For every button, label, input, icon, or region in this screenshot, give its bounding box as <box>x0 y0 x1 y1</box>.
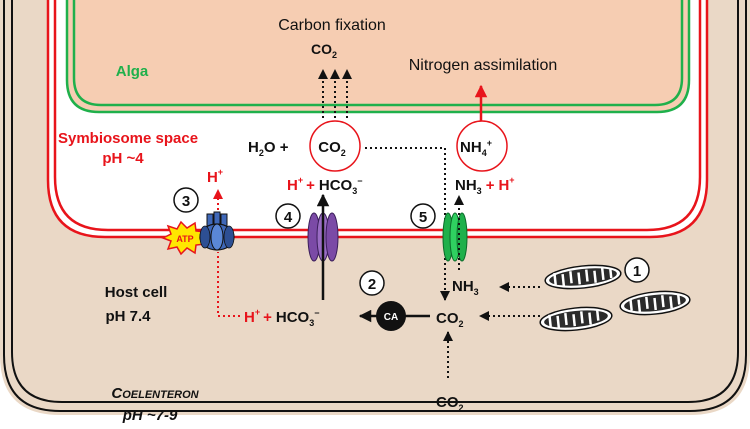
step-3-number: 3 <box>182 193 190 210</box>
carbon-fixation-label: Carbon fixation <box>278 17 386 34</box>
step-5-number: 5 <box>419 209 427 226</box>
host-proton-path <box>217 252 240 317</box>
host-ion-label: H++HCO3− <box>244 307 320 328</box>
coelenteron-label: Coelenteron <box>111 385 199 402</box>
ca-enzyme-icon <box>376 301 406 331</box>
co2-coelenteron-label: CO2 <box>436 394 464 413</box>
step-3-badge <box>173 187 199 213</box>
atp-label: ATP <box>176 234 193 244</box>
h-pump-label: H+ <box>207 167 223 186</box>
symbiosome-membrane-inner <box>53 0 702 232</box>
coelenteron-ph-label: pH ~7-9 <box>122 407 178 424</box>
symbiosome-space-label: Symbiosome space <box>58 130 198 147</box>
host-cell-membrane <box>3 0 747 412</box>
host-cell-membrane-inner <box>11 0 739 403</box>
step-5-badge <box>410 203 436 229</box>
nitrogen-assimilation-label: Nitrogen assimilation <box>409 57 558 74</box>
nh4-circle <box>456 120 508 172</box>
nh4-label: NH4+ <box>460 138 492 158</box>
symbiosome-ion-label: H++HCO3− <box>287 175 363 196</box>
alga-membrane-outer <box>65 0 691 114</box>
co2-alga-label: CO2 <box>318 139 346 158</box>
step-4-badge <box>275 203 301 229</box>
water-label: H2O + <box>248 139 289 158</box>
aquaporin-icon <box>442 212 468 262</box>
co2-circle <box>309 120 361 172</box>
step-4-number: 4 <box>284 209 293 226</box>
step-1-badge <box>624 257 650 283</box>
host-ph-label: pH 7.4 <box>105 308 151 325</box>
step-2-badge <box>359 270 385 296</box>
co2-fixation-label: CO2 <box>311 41 337 60</box>
co2-host-label: CO2 <box>436 310 464 329</box>
mitochondria-icon <box>539 264 691 332</box>
ca-label: CA <box>384 312 398 323</box>
nh3-symbiosome-label: NH3+H+ <box>455 175 515 196</box>
symbiosome-ph-label: pH ~4 <box>102 150 144 167</box>
step-2-number: 2 <box>368 276 376 293</box>
alga-membrane-inner <box>72 0 684 107</box>
v-atpase-icon <box>199 211 235 251</box>
symbiosome-membrane-outer <box>46 0 709 239</box>
host-cell-label: Host cell <box>105 284 168 301</box>
alga-label: Alga <box>116 63 149 80</box>
alga-cell <box>67 0 689 112</box>
atp-burst-icon <box>161 220 207 256</box>
nh3-host-label: NH3 <box>452 278 479 297</box>
step-1-number: 1 <box>633 263 641 280</box>
